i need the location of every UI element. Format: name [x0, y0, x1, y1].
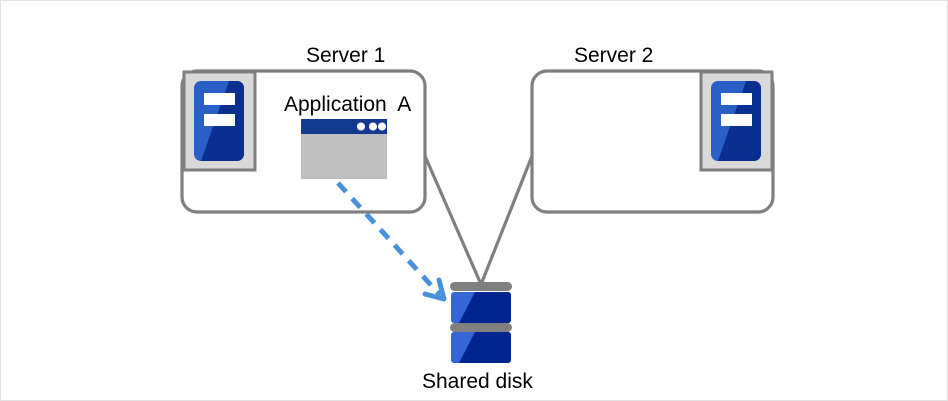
arrowhead-icon [422, 277, 447, 302]
server-icon-1 [182, 70, 257, 172]
disk-stack-icon[interactable] [450, 282, 512, 363]
shared-disk-label: Shared disk [422, 370, 533, 393]
server-icon-2 [699, 70, 774, 172]
connector-server1-to-disk [423, 154, 482, 284]
window-dot-2 [369, 122, 377, 131]
server-1-box[interactable] [180, 69, 427, 214]
server-1-label: Server 1 [306, 44, 386, 67]
application-to-disk-arrow [336, 181, 447, 302]
window-dot-3 [378, 122, 386, 131]
window-dot-1 [357, 122, 365, 131]
application-a-label: Application A [284, 93, 412, 116]
server-2-label: Server 2 [574, 44, 654, 67]
connector-server2-to-disk [480, 154, 534, 284]
application-window-icon[interactable] [301, 119, 387, 179]
